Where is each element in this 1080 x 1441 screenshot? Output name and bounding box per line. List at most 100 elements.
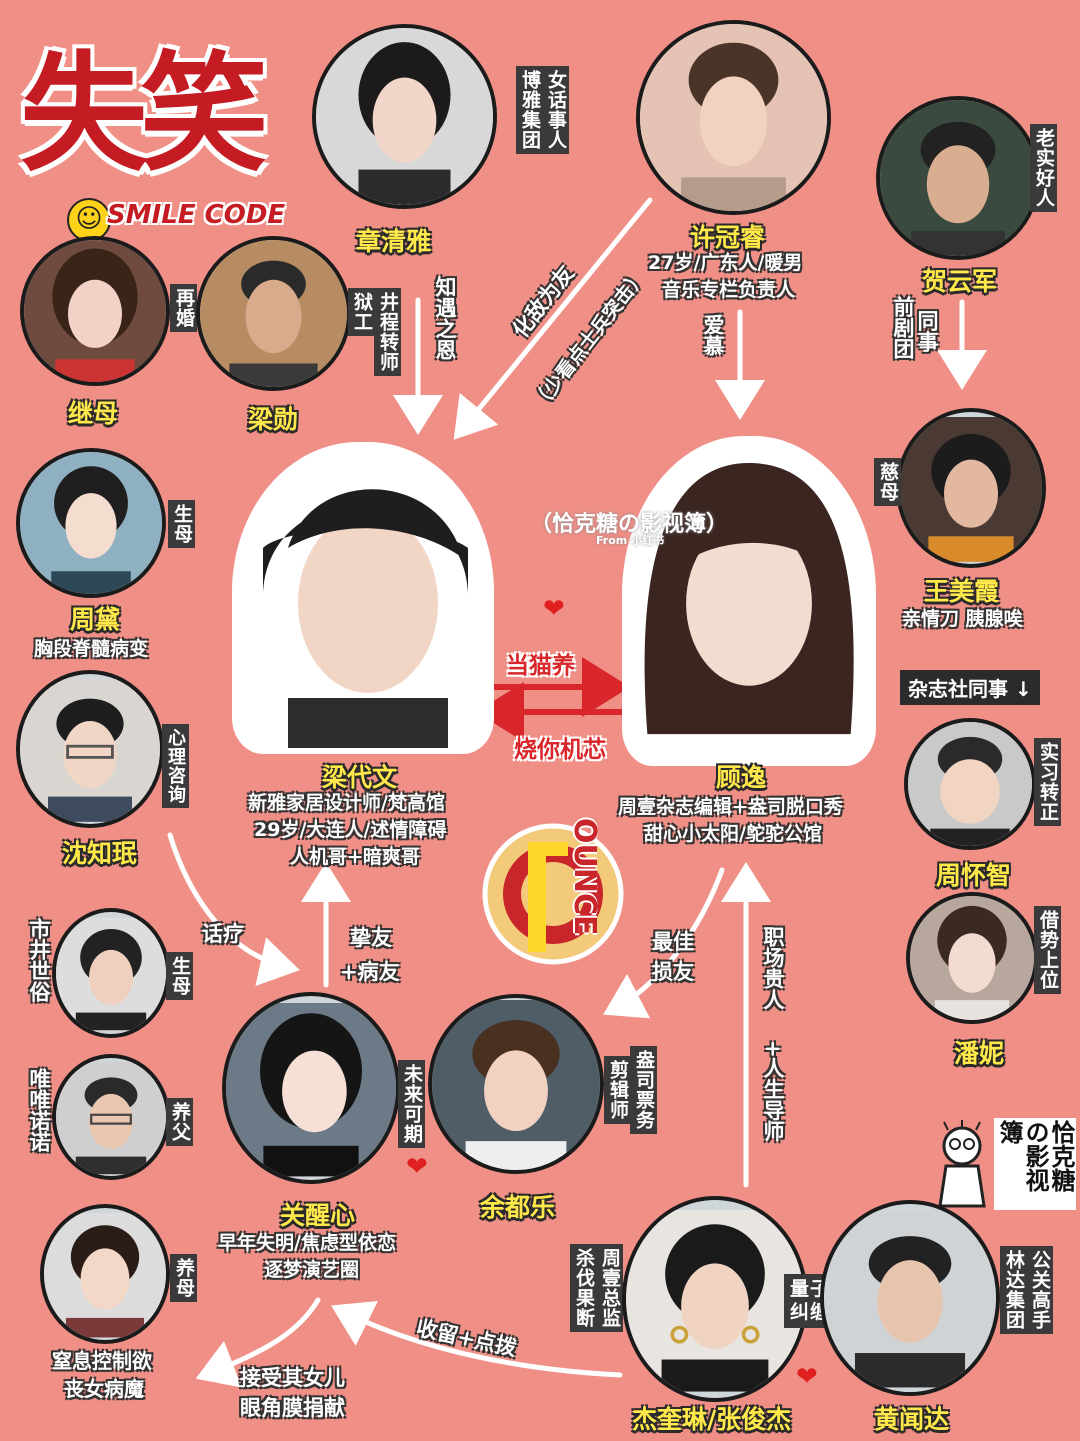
info-liangdaiwen-3: 人机哥+暗爽哥 [290,846,420,868]
tag-jimu: 再婚 [170,284,197,332]
avatar-jimu [20,236,170,386]
info-zhoudai: 胸段脊髓病变 [34,638,149,660]
heart-icon-2: ❤ [406,1152,428,1182]
brand-tag: 恰克糖の影视簿 [994,1118,1076,1210]
info-guanxingxin-1: 早年失明/焦虑型依恋 [218,1232,396,1254]
watermark-small: From 小红书 [596,534,665,547]
name-zhouhuaizhi: 周怀智 [936,861,1012,890]
avatar-heyunjun [876,96,1040,260]
logo-subtitle: SMILE CODE [107,200,286,230]
avatar-yangfu [52,1054,170,1180]
tag-guanxingxin: 未来可期 [398,1060,425,1148]
side-shengmu2: 市井世俗 [27,918,51,1002]
avatar-huangwenda [820,1200,1000,1396]
tag-zhangqingya-1: 博雅集团 [516,66,543,154]
arrow-shouliu [331,1301,623,1378]
tag-huangwenda-1: 林达集团 [1000,1246,1027,1334]
info-yangmu-1: 窒息控制欲 [52,1349,152,1373]
relation-bingyou: +病友 [340,960,400,984]
info-xuguanrui-1: 27岁/广东人/暖男 [648,252,803,274]
tag-liangxun-1: 狱工 [348,288,375,336]
avatar-yudule [428,994,604,1174]
tag-jiekuilin-2: 杀伐果断 [570,1244,597,1332]
tag-yudule-2: 盎司票务 [630,1046,657,1134]
info-guyi-2: 甜心小太阳/鸵驼公馆 [644,823,822,845]
name-heyunjun: 贺云军 [922,267,998,296]
brand-badge: 恰克糖の影视簿 [932,1118,1076,1210]
relation-tongshi: 同事 [915,310,939,352]
name-liangdaiwen: 梁代文 [322,763,398,792]
name-panni: 潘妮 [954,1039,1005,1068]
tag-yangfu: 养父 [166,1098,193,1146]
name-wangmeixia: 王美霞 [924,577,1000,606]
tag-panni: 借势上位 [1034,906,1061,994]
relation-qianjutuan: 前剧团 [891,296,915,359]
relation-zhiyou: 挚友 [350,926,392,950]
avatar-jiekuilin [622,1196,808,1402]
name-jiekuilin: 杰奎琳/张俊杰 [632,1405,792,1434]
info-xuguanrui-2: 音乐专栏负责人 [662,279,796,301]
name-jimu: 继母 [68,399,119,428]
section-label-colleagues: 杂志社同事 ↓ [900,670,1040,705]
show-logo: 失笑 ☺ SMILE CODE [12,10,312,242]
arrow-huazhen [167,832,300,987]
logo-title: 失笑 [20,39,268,189]
tag-zhangqingya-2: 女话事人 [542,66,569,154]
name-huangwenda: 黄闻达 [874,1405,950,1434]
name-guanxingxin: 关醒心 [280,1201,356,1230]
side-yangfu: 唯唯诺诺 [27,1068,51,1152]
name-shenzhiyin: 沈知珉 [62,839,138,868]
arrow-jieshou [195,1297,321,1388]
arrow-zuijia [603,867,725,1019]
avatar-wangmeixia [896,408,1046,568]
avatar-liangdaiwen [238,448,488,748]
avatar-xuguanrui [636,20,831,215]
tag-heyunjun: 老实好人 [1030,124,1057,212]
smiley-icon: ☺ [67,198,111,242]
name-xuguanrui: 许冠睿 [690,223,766,252]
name-zhoudai: 周黛 [70,605,121,634]
avatar-shenzhiyin [16,670,164,828]
avatar-guanxingxin [222,992,400,1184]
tag-jiekuilin-1: 周壹总监 [596,1244,623,1332]
relation-yanjiao: 眼角膜捐献 [240,1396,345,1420]
tag-zhouhuaizhi: 实习转正 [1034,738,1061,826]
relation-zhiyu: 知遇之恩 [433,276,457,360]
arrow-huadi [453,197,653,440]
name-guyi: 顾逸 [716,763,767,792]
tag-zhoudai: 生母 [168,500,195,548]
relation-dangmao: 当猫养 [506,653,575,679]
avatar-zhangqingya [312,24,497,209]
info-yangmu-2: 丧女病魔 [64,1377,144,1401]
avatar-panni [906,892,1038,1024]
tag-yangmu: 养母 [170,1254,197,1302]
relation-aimu: 爱慕 [701,314,725,356]
tag-liangxun-2: 井程转师 [374,288,401,376]
avatar-liangxun [196,236,351,391]
tag-yudule-1: 剪辑师 [604,1056,631,1124]
watermark-main: （恰克糖の影视簿） [530,512,729,537]
avatar-zhoudai [16,448,166,598]
heart-icon-3: ❤ [796,1362,818,1392]
info-wangmeixia: 亲情刀 胰腺唉 [902,608,1023,630]
relation-zuijia: 最佳 [652,930,694,954]
info-guyi-1: 周壹杂志编辑+盎司脱口秀 [618,796,843,818]
relation-zhichang: 职场贵人 [761,926,785,1010]
relation-jieshou: 接受其女儿 [240,1366,345,1390]
info-liangdaiwen-2: 29岁/大连人/述情障碍 [254,819,447,841]
relation-shaoni: 烧你机芯 [514,737,606,763]
relation-sunyou: 损友 [652,960,694,984]
name-liangxun: 梁勋 [248,405,299,434]
avatar-guyi [628,442,870,760]
info-liangdaiwen-1: 新雅家居设计师/梵高馆 [248,792,445,814]
avatar-shengmu2 [52,908,170,1038]
relation-huazhen: 话疗 [202,922,244,946]
tag-shengmu2: 生母 [166,952,193,1000]
relation-rensheng: +人生导师 [761,1040,785,1142]
stamp-text: OUNCE [567,818,602,936]
avatar-yangmu [40,1204,170,1344]
tag-wangmeixia: 慈母 [874,458,901,506]
avatar-zhouhuaizhi [904,718,1036,850]
